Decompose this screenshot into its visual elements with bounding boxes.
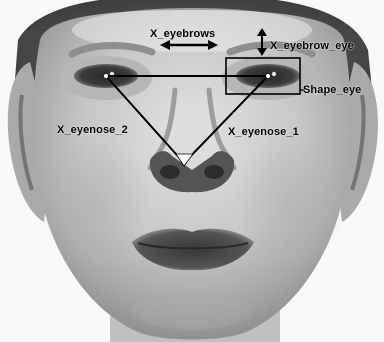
- label-x-eyenose-1: X_eyenose_1: [228, 126, 299, 138]
- label-x-eyenose-2: X_eyenose_2: [57, 124, 128, 136]
- label-x-eyebrow-eye: X_eyebrow_eye: [270, 40, 354, 52]
- left-eye-marker: [104, 74, 108, 78]
- right-eye-marker: [266, 74, 270, 78]
- label-x-eyebrows: X_eyebrows: [150, 28, 215, 40]
- label-shape-eye: Shape_eye: [303, 84, 361, 96]
